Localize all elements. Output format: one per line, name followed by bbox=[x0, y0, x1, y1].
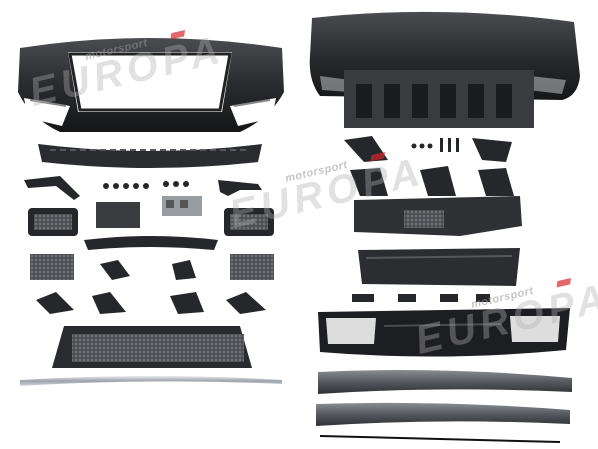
right-small-parts bbox=[344, 136, 514, 196]
lower-grille bbox=[52, 326, 252, 368]
rear-lower-mount bbox=[358, 248, 520, 286]
front-lip-spoiler bbox=[38, 144, 262, 168]
left-small-parts bbox=[24, 176, 274, 314]
fastener-row bbox=[103, 181, 189, 189]
clip-row bbox=[352, 294, 490, 302]
rear-diffuser bbox=[318, 308, 570, 357]
chrome-trim-strip bbox=[20, 376, 282, 386]
side-skirts bbox=[316, 370, 572, 443]
rear-support-bracket bbox=[354, 196, 522, 236]
bolt-set bbox=[411, 138, 459, 152]
rear-bumper-absorber bbox=[344, 70, 534, 128]
front-bumper bbox=[18, 38, 284, 132]
